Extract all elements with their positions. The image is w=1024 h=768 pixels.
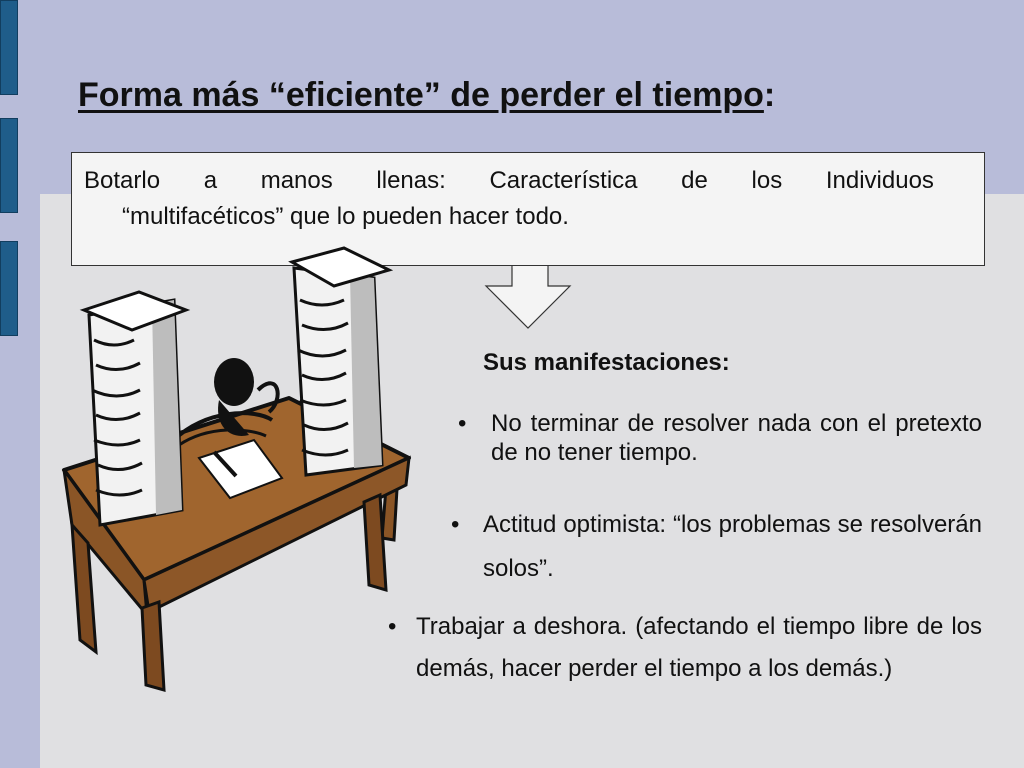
paper-stack-right	[288, 246, 394, 477]
accent-bar-middle	[0, 118, 18, 213]
paper-stack-left	[79, 290, 191, 527]
accent-bar-bottom	[0, 241, 18, 336]
callout-word: Individuos	[825, 167, 934, 194]
bullet-marker: •	[388, 613, 397, 640]
callout-line-2: “multifacéticos” que lo pueden hacer tod…	[122, 203, 569, 230]
callout-word: a	[203, 167, 218, 194]
callout-word: los	[751, 167, 783, 194]
bullet-item: • No terminar de resolver nada con el pr…	[458, 409, 982, 467]
person-at-desk-with-paper-stacks-icon	[62, 246, 411, 693]
slide-title-colon: :	[763, 76, 776, 114]
bullet-item: • Trabajar a deshora. (afectando el tiem…	[388, 606, 982, 690]
callout-word: de	[681, 167, 708, 194]
callout-word: Botarlo	[84, 167, 161, 194]
callout-line-1: Botarlo a manos llenas: Característica d…	[84, 161, 934, 201]
bullet-marker: •	[458, 410, 467, 437]
bullet-text: No terminar de resolver nada con el pret…	[491, 410, 982, 466]
down-arrow-icon	[484, 266, 572, 329]
callout-word: llenas:	[376, 167, 446, 194]
manifestations-heading: Sus manifestaciones:	[483, 349, 730, 376]
callout-word: Característica	[489, 167, 638, 194]
callout-word: manos	[260, 167, 333, 194]
callout-box: Botarlo a manos llenas: Característica d…	[71, 152, 985, 266]
slide-title-text: Forma más “eficiente” de perder el tiemp…	[78, 76, 764, 114]
accent-bar-top	[0, 0, 18, 95]
bullet-marker: •	[451, 511, 460, 538]
bullet-text: Trabajar a deshora. (afectando el tiempo…	[416, 613, 982, 682]
bullet-text: Actitud optimista: “los problemas se res…	[483, 511, 982, 582]
slide-title: Forma más “eficiente” de perder el tiemp…	[78, 74, 775, 116]
bullet-item: • Actitud optimista: “los problemas se r…	[451, 503, 982, 591]
